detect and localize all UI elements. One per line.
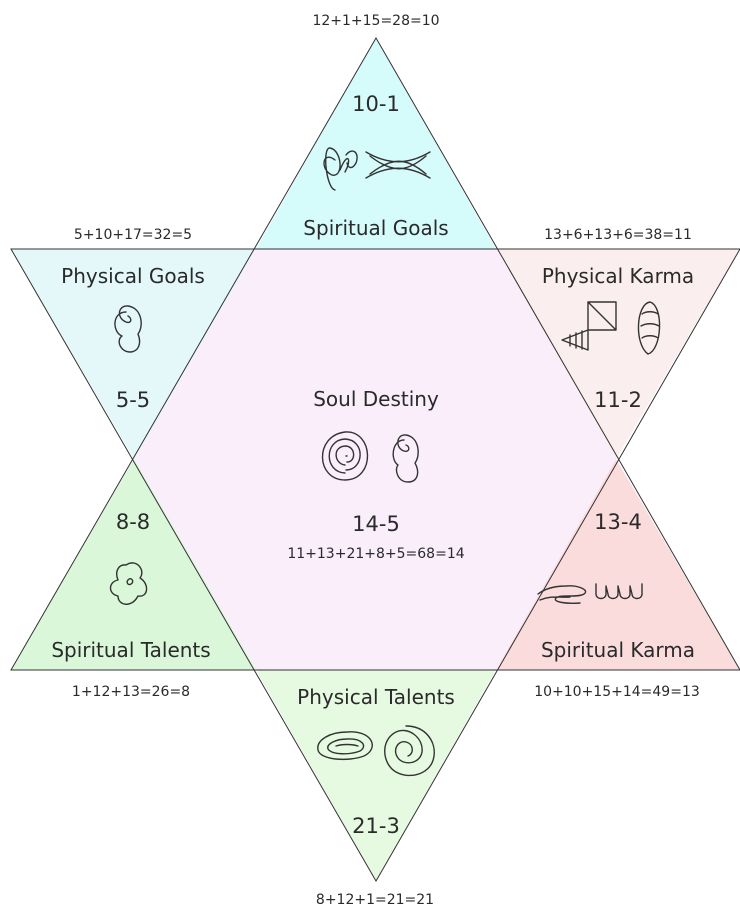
upper-right-title: Physical Karma xyxy=(542,264,694,288)
downward-triangle-outline xyxy=(10,248,740,883)
lower-right-glyph-cups-icon xyxy=(595,583,643,600)
bottom-triangle xyxy=(256,670,496,881)
top-number: 10-1 xyxy=(352,92,400,116)
bottom-number: 21-3 xyxy=(352,814,400,838)
bottom-calc: 8+12+1=21=21 xyxy=(316,892,434,908)
lower-left-title: Spiritual Talents xyxy=(51,638,210,662)
lower-right-title: Spiritual Karma xyxy=(541,638,695,662)
upper-left-title: Physical Goals xyxy=(61,264,205,288)
top-calc: 12+1+15=28=10 xyxy=(312,13,439,29)
lower-right-number: 13-4 xyxy=(594,510,642,534)
center-number: 14-5 xyxy=(352,512,400,536)
bottom-title: Physical Talents xyxy=(297,685,455,709)
top-glyph-crossing-icon xyxy=(365,151,431,179)
lower-left-triangle xyxy=(11,459,256,670)
center-calc: 11+13+21+8+5=68=14 xyxy=(287,546,464,562)
upper-right-calc: 13+6+13+6=38=11 xyxy=(544,227,692,243)
lower-right-glyph-wave-icon xyxy=(537,585,587,604)
lower-left-calc: 1+12+13=26=8 xyxy=(72,684,190,700)
upper-left-calc: 5+10+17=32=5 xyxy=(74,227,192,243)
center-glyph-ear-icon xyxy=(392,434,419,483)
upper-right-glyph-oval-icon xyxy=(637,301,661,355)
bottom-glyph-spiral-icon xyxy=(384,725,435,777)
upper-left-triangle xyxy=(11,249,256,459)
upper-left-number: 5-5 xyxy=(116,388,150,412)
lower-right-calc: 10+10+15+14=49=13 xyxy=(534,684,700,700)
upper-right-number: 11-2 xyxy=(594,388,642,412)
lower-left-glyph-blob-icon xyxy=(109,562,148,605)
upper-right-triangle xyxy=(496,249,740,459)
center-hexagon xyxy=(134,249,616,670)
lower-right-triangle xyxy=(496,459,740,670)
center-glyph-spiral-icon xyxy=(321,431,369,481)
top-title: Spiritual Goals xyxy=(303,216,448,240)
upward-triangle-outline xyxy=(10,36,740,671)
upper-right-glyph-square-icon xyxy=(561,301,617,351)
upper-left-glyph-ear-icon xyxy=(114,305,142,353)
top-glyph-loops-icon xyxy=(323,147,358,191)
bottom-glyph-ring-icon xyxy=(317,731,373,761)
lower-left-number: 8-8 xyxy=(116,510,150,534)
top-triangle xyxy=(256,38,496,249)
center-title: Soul Destiny xyxy=(313,387,439,411)
